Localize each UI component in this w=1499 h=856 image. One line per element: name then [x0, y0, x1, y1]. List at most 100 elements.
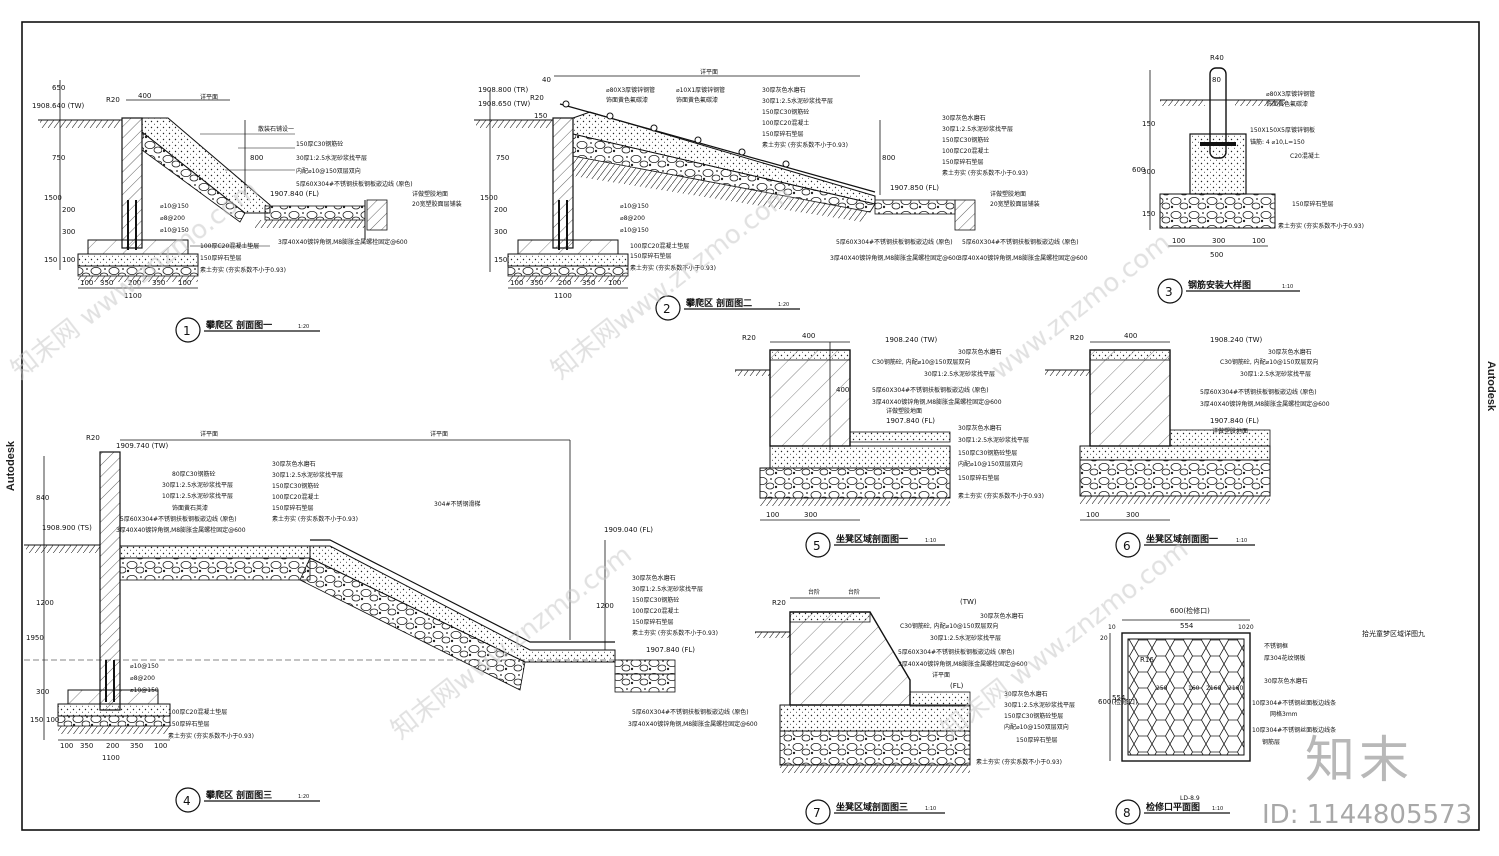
- label-d2-stainless-r: 5厚60X304#不锈钢扶板钢板嵌边线 (原色): [962, 238, 1079, 246]
- dim-d2-300: 300: [494, 228, 507, 236]
- dim-d1-800: 800: [250, 154, 263, 162]
- detail-1-title-text: 攀爬区 剖面图一: [205, 319, 272, 331]
- label-d3-soil: 素土夯实 (夯实系数不小于0.93): [1278, 222, 1364, 230]
- label-d2-paint2: 饰面黄色氟碳漆: [676, 96, 718, 104]
- label-d4-mortar-r: 30厚1:2.5水泥砂浆找平层: [632, 585, 703, 593]
- dim-d4-1200: 1200: [36, 599, 54, 607]
- detail-3-section: [1149, 67, 1285, 247]
- dim-d3-r40: R40: [1210, 54, 1224, 62]
- label-d5-c30: C30钢筋砼, 内配⌀10@150双层双向: [872, 358, 970, 366]
- dim-d2-b3: 200: [558, 279, 571, 287]
- label-d1-rebar3: ⌀10@150: [160, 227, 189, 234]
- dim-d8-r16: R16: [1140, 656, 1154, 664]
- label-d8-cover: 厚304花纹钢板: [1264, 654, 1305, 662]
- label-d2-compact-r: 素土夯实 (夯实系数不小于0.93): [942, 169, 1028, 177]
- label-d6-stainless: 5厚60X304#不锈钢扶板钢板嵌边线 (原色): [1200, 388, 1317, 396]
- dim-d2-40: 40: [542, 76, 551, 84]
- detail-8-plan: [1109, 619, 1251, 762]
- detail-7-scale: 1:10: [925, 806, 936, 812]
- dim-d4-150: 150: [30, 716, 43, 724]
- dim-d2-r20: R20: [530, 94, 544, 102]
- label-d6-slab: 30厚灰色水磨石: [1268, 348, 1312, 356]
- dim-d6-r20: R20: [1070, 334, 1084, 342]
- label-d5-mortar: 30厚1:2.5水泥砂浆找平层: [924, 370, 995, 378]
- detail-1-annotations: 1908.640 (TW) 1907.840 (FL) 650 750 1500…: [32, 84, 462, 300]
- label-d2-rope80: ⌀80X3厚镀锌钢管: [606, 86, 655, 94]
- detail-4-scale: 1:20: [298, 794, 309, 800]
- image-id-label: ID: 1144805573: [1262, 800, 1473, 830]
- label-d5-stainless: 5厚60X304#不锈钢扶板钢板嵌边线 (原色): [872, 386, 989, 394]
- label-d2-stainless: 5厚60X304#不锈钢扶板钢板嵌边线 (原色): [836, 238, 953, 246]
- dim-d4-100: 100: [46, 716, 59, 724]
- detail-8-title-text: 检修口平面图: [1146, 801, 1200, 813]
- label-d4-surface2: 详平面: [430, 430, 448, 438]
- label-d3-plate: 150X150X5厚镀锌钢板: [1250, 126, 1315, 134]
- dim-d8-s4: 20: [1246, 624, 1254, 631]
- label-d5-mortar2: 30厚1:2.5水泥砂浆找平层: [958, 436, 1029, 444]
- detail-3-annotations: 80 R40 150 600 300 150 100 300 100 500 ⌀…: [1132, 54, 1364, 259]
- detail-5-scale: 1:10: [925, 538, 936, 544]
- label-d4-angle: 3厚40X40镀锌角钢,M8膨胀金属螺栓固定@600: [116, 526, 246, 534]
- dim-d4-b3: 200: [106, 742, 119, 750]
- detail-2-title: 2 攀爬区 剖面图二 1:20: [655, 295, 800, 321]
- detail-7-annotations: 台阶 台阶 R20 (TW) 30厚灰色水磨石 C30钢筋砼, 内配⌀10@15…: [772, 588, 1075, 766]
- label-d4-stainless: 5厚60X304#不锈钢扶板钢板嵌边线 (原色): [120, 515, 237, 523]
- detail-4-annotations: 1909.740 (TW) 1908.900 (TS) 1909.040 (FL…: [26, 430, 758, 762]
- elev-d4-tw: 1909.740 (TW): [116, 442, 169, 450]
- label-d5-gravel: 150厚碎石垫层: [958, 474, 999, 482]
- dim-d4-b5: 100: [154, 742, 167, 750]
- label-d8-frame: 不锈钢框: [1264, 642, 1288, 650]
- label-d2-soil: 素土夯实 (夯实系数不小于0.93): [630, 264, 716, 272]
- dim-d8-inner-v: 554: [1112, 694, 1126, 702]
- label-d4-mesh: 10厚1:2.5水泥砂浆找平层: [162, 492, 233, 500]
- elev-d2-tw: 1908.650 (TW): [478, 100, 531, 108]
- label-d1-c30: 150厚C30钢筋砼: [296, 140, 343, 148]
- detail-2-section: [474, 75, 976, 289]
- dim-d4-total: 1100: [102, 754, 120, 762]
- label-d2-surface: 详平面: [700, 68, 718, 76]
- label-d2-slab-r: 30厚灰色水磨石: [942, 114, 986, 122]
- label-d7-mortar2: 30厚1:2.5水泥砂浆找平层: [1004, 701, 1075, 709]
- elev-d4-fl-top: 1909.040 (FL): [604, 526, 653, 534]
- label-d3-gravel: 150厚碎石垫层: [1292, 200, 1333, 208]
- dim-d3-80: 80: [1212, 76, 1221, 84]
- detail-6-number: 6: [1123, 539, 1131, 553]
- label-d1-rebar2: ⌀8@200: [160, 215, 185, 222]
- label-d1-surface: 详平面: [200, 93, 218, 101]
- label-d2-paint1: 饰面黄色氟碳漆: [606, 96, 648, 104]
- label-d2-angle: 3厚40X40镀锌角钢,M8膨胀金属螺栓固定@600: [830, 254, 960, 262]
- detail-6-annotations: 400 100 300 R20 1908.240 (TW) 1907.840 (…: [1070, 332, 1330, 519]
- dim-d7-r20: R20: [772, 599, 786, 607]
- dim-d2-b1: 100: [510, 279, 523, 287]
- label-d2-rebar2: ⌀8@200: [620, 215, 645, 222]
- label-d2-c30: 150厚C30钢筋砼: [762, 108, 809, 116]
- dim-d5-400: 400: [802, 332, 815, 340]
- dim-d4-300: 300: [36, 688, 49, 696]
- detail-5-title: 5 坐凳区域剖面图一 1:10: [805, 532, 945, 558]
- label-d2-c30-r: 150厚C30钢筋砼: [942, 136, 989, 144]
- dim-d2-200: 200: [494, 206, 507, 214]
- sheet-frame: [21, 21, 1480, 831]
- dim-d3-b1: 100: [1172, 237, 1185, 245]
- label-d2-gravel-r: 150厚碎石垫层: [942, 158, 983, 166]
- elev-d7-fl: (FL): [950, 682, 964, 690]
- label-d1-mortar: 30厚1:2.5水泥砂浆找平层: [296, 154, 367, 162]
- label-d4-gravel: 150厚碎石垫层: [272, 504, 313, 512]
- detail-5-section: [735, 341, 951, 521]
- label-d1-soil: 素土夯实 (夯实系数不小于0.93): [200, 266, 286, 274]
- detail-7-title-text: 坐凳区域剖面图三: [836, 801, 908, 813]
- label-d4-surface1: 详平面: [200, 430, 218, 438]
- label-d5-slab: 30厚灰色水磨石: [958, 348, 1002, 356]
- label-d4-c20-r: 100厚C20混凝土: [632, 607, 679, 615]
- label-d7-c30b: 150厚C30钢筋砼垫层: [1004, 712, 1063, 720]
- label-d7-mortar: 30厚1:2.5水泥砂浆找平层: [930, 634, 1001, 642]
- label-d1-concrete: 100厚C20混凝土垫层: [200, 242, 259, 250]
- label-d5-plastic: 详做塑胶地面: [886, 407, 922, 415]
- label-d2-c20-r: 100厚C20混凝土: [942, 147, 989, 155]
- label-d5-angle: 3厚40X40镀锌角钢,M8膨胀金属螺栓固定@600: [872, 398, 1002, 406]
- dim-d8-c4: 2160: [1228, 685, 1243, 692]
- dim-d4-840: 840: [36, 494, 49, 502]
- dim-d2-150: 150: [494, 256, 507, 264]
- dim-d2-150: 150: [534, 112, 547, 120]
